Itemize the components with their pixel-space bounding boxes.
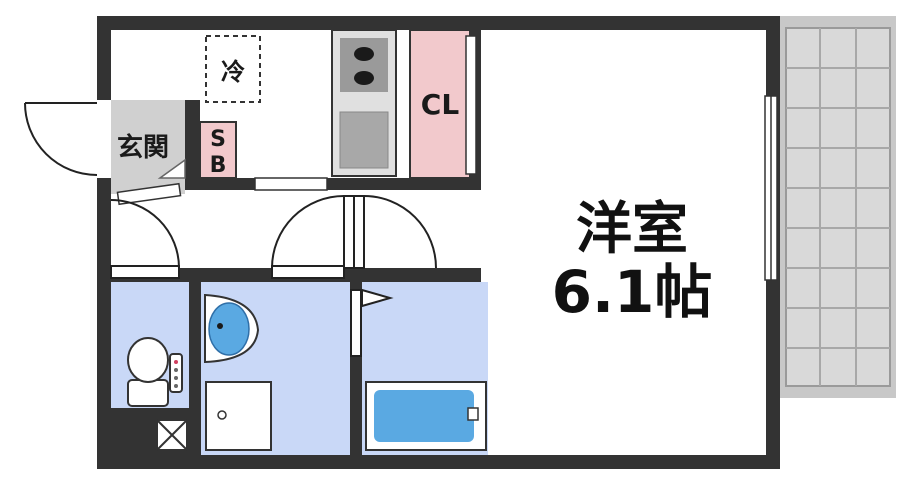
stove-burner-icon <box>354 71 374 85</box>
closet: CL <box>409 29 477 179</box>
toilet-icon <box>127 337 183 407</box>
entrance: 玄関 <box>111 100 186 194</box>
shoe-box-label-s: S <box>210 127 226 152</box>
washbasin-icon <box>204 293 260 364</box>
room-door[interactable] <box>353 195 437 269</box>
washroom-door[interactable] <box>271 195 355 279</box>
kitchen-counter <box>331 29 397 177</box>
fridge-label: 冷 <box>221 58 245 86</box>
entry-door[interactable] <box>24 102 98 176</box>
western-room-floor <box>481 30 766 455</box>
western-room-size: 6.1帖 <box>552 258 713 326</box>
pipe-space-icon <box>156 419 188 451</box>
sink-icon <box>339 111 389 169</box>
bathroom-door[interactable] <box>350 288 394 357</box>
balcony <box>778 16 896 398</box>
closet-label: CL <box>421 88 460 121</box>
balcony-window <box>764 95 778 281</box>
stove-burner-icon <box>354 47 374 61</box>
bathtub-icon <box>365 381 487 451</box>
toilet-door[interactable] <box>110 199 180 279</box>
shoe-box: S B <box>199 121 237 179</box>
washing-machine-space <box>205 381 272 451</box>
entrance-label: 玄関 <box>117 132 169 163</box>
shoe-box-label-b: B <box>210 153 227 178</box>
fridge-space: 冷 <box>205 35 261 103</box>
western-room-name: 洋室 <box>576 197 688 262</box>
